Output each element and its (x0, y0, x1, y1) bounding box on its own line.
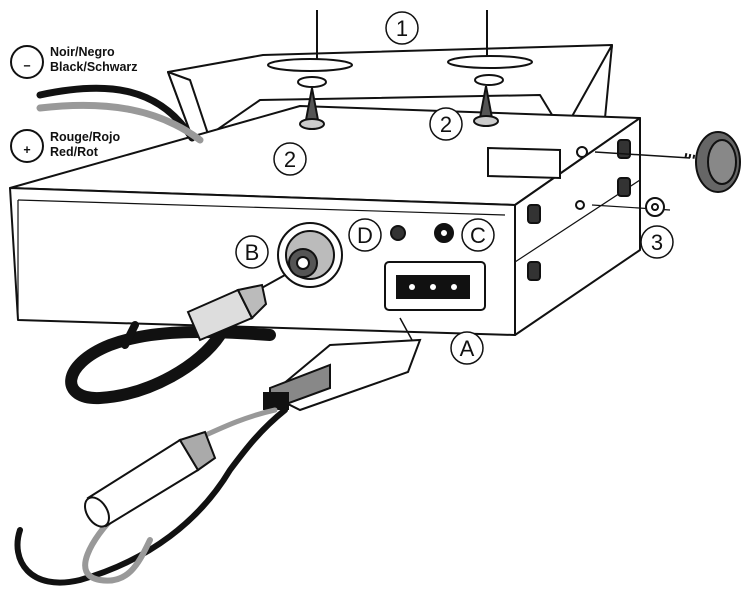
power-cables (36, 84, 204, 144)
bracket-screws (267, 10, 533, 130)
callout-2-top: 2 (429, 107, 463, 141)
positive-label-line2: Red/Rot (50, 145, 99, 159)
positive-legend: + Rouge/Rojo Red/Rot (10, 129, 120, 163)
negative-legend: − Noir/Negro Black/Schwarz (10, 45, 138, 79)
jack-d-graphic (390, 225, 406, 241)
callout-d: D (348, 218, 382, 252)
minus-icon: − (23, 59, 30, 73)
callout-1-text: 1 (396, 16, 408, 41)
callout-a-text: A (460, 336, 475, 361)
callout-c-text: C (470, 223, 486, 248)
negative-label-line1: Noir/Negro (50, 45, 115, 59)
callout-2-left: 2 (273, 142, 307, 176)
bracket-flange (487, 146, 588, 210)
callout-b-text: B (245, 240, 260, 265)
callout-a: A (450, 331, 484, 365)
callout-b: B (235, 235, 269, 269)
positive-symbol-circle (10, 129, 44, 163)
wire-color-legend: − Noir/Negro Black/Schwarz + Rouge/Rojo … (10, 45, 138, 163)
power-plug (263, 317, 422, 412)
callout-d-text: D (357, 223, 373, 248)
callout-1: 1 (385, 11, 419, 45)
callout-3-text: 3 (651, 230, 663, 255)
antenna-connector-graphic (277, 222, 343, 288)
positive-label-line1: Rouge/Rojo (50, 130, 120, 144)
mounting-knob (591, 131, 741, 217)
fuse-holder (84, 430, 217, 528)
negative-label-line2: Black/Schwarz (50, 60, 138, 74)
callout-2-top-text: 2 (440, 112, 452, 137)
plus-icon: + (23, 143, 30, 157)
antenna-plug (186, 283, 268, 342)
callout-2-left-text: 2 (284, 147, 296, 172)
power-socket-graphic (384, 261, 486, 311)
jack-c-graphic (434, 223, 454, 243)
negative-symbol-circle (10, 45, 44, 79)
callout-c: C (461, 218, 495, 252)
callout-3: 3 (640, 225, 674, 259)
